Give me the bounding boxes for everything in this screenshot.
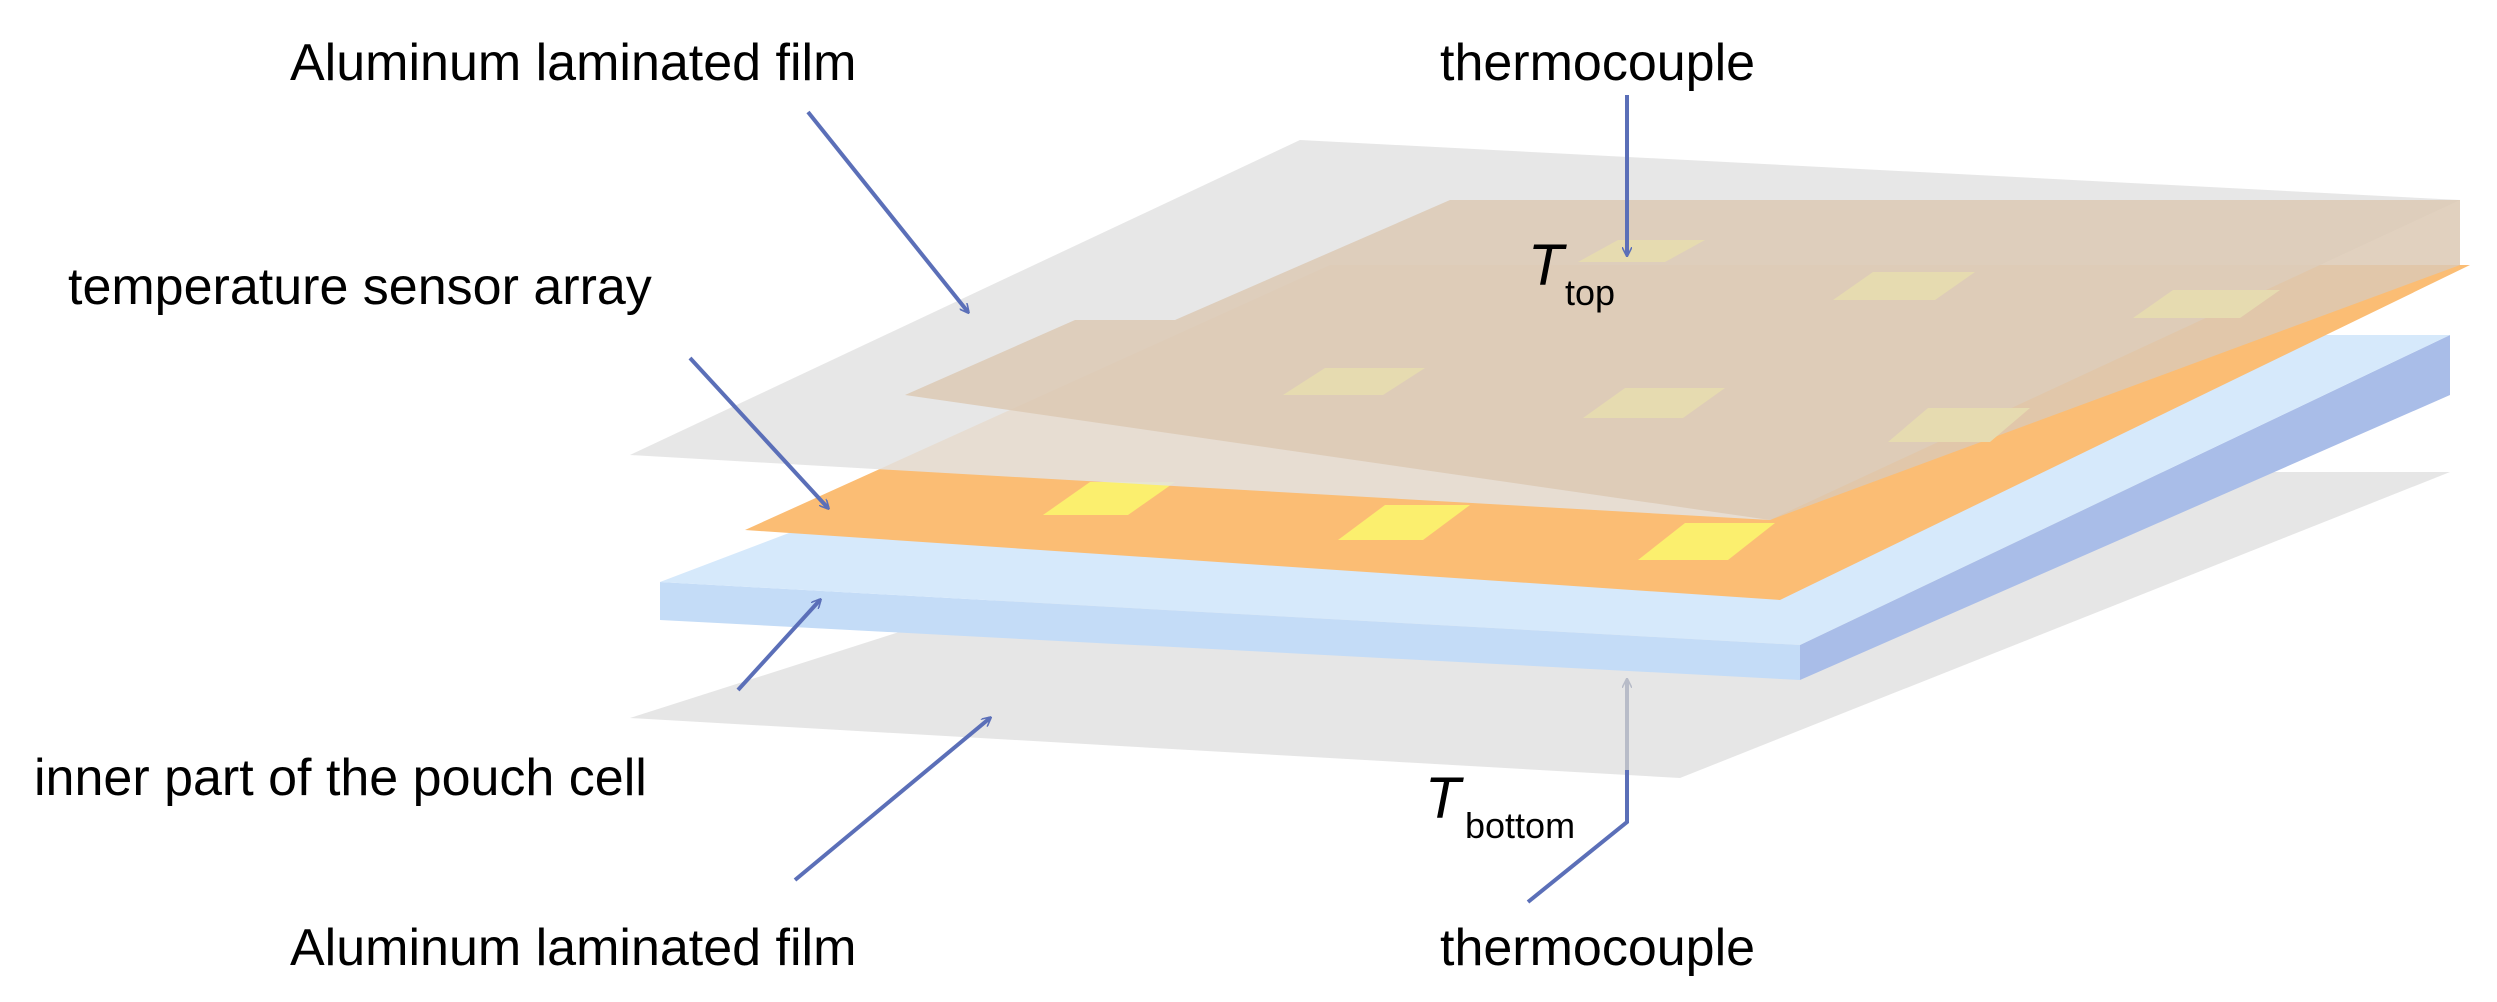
sensor-pad-under-film [1583, 388, 1725, 418]
label-inner-part: inner part of the pouch cell [34, 749, 647, 807]
cell-front-face [660, 582, 1800, 680]
sensor-pad-under-film [1578, 240, 1705, 262]
sensor-pad [1338, 505, 1470, 540]
cell-side-face [1800, 335, 2450, 680]
sensor-pad-under-film [1833, 272, 1975, 300]
label-thermocouple-top: thermocouple [1440, 34, 1755, 92]
t-top-subscript: top [1565, 272, 1615, 313]
sensor-pad-under-film [2133, 290, 2280, 318]
arrow-inner-part [736, 600, 820, 692]
label-bottom-film: Aluminum laminated film [290, 919, 856, 977]
label-top-film: Aluminum laminated film [290, 34, 856, 92]
t-top-symbol: T [1528, 233, 1567, 298]
arrow-bottom-film [793, 718, 990, 882]
sensor-pad-under-film [1888, 408, 2030, 442]
sensor-pad-under-film [1283, 368, 1425, 395]
sensor-pad [1638, 523, 1775, 560]
label-thermocouple-bottom: thermocouple [1440, 919, 1755, 977]
arrow-thermocouple-bottom-lower [1526, 770, 1629, 904]
arrow-sensor-array [688, 356, 828, 508]
top-film-overlay [905, 200, 2460, 520]
sensor-pad [1043, 482, 1175, 515]
arrow-top-film [806, 110, 968, 312]
t-bottom-symbol: T [1425, 766, 1464, 831]
t-bottom-subscript: bottom [1465, 805, 1575, 846]
label-sensor-array: temperature sensor array [68, 258, 652, 316]
